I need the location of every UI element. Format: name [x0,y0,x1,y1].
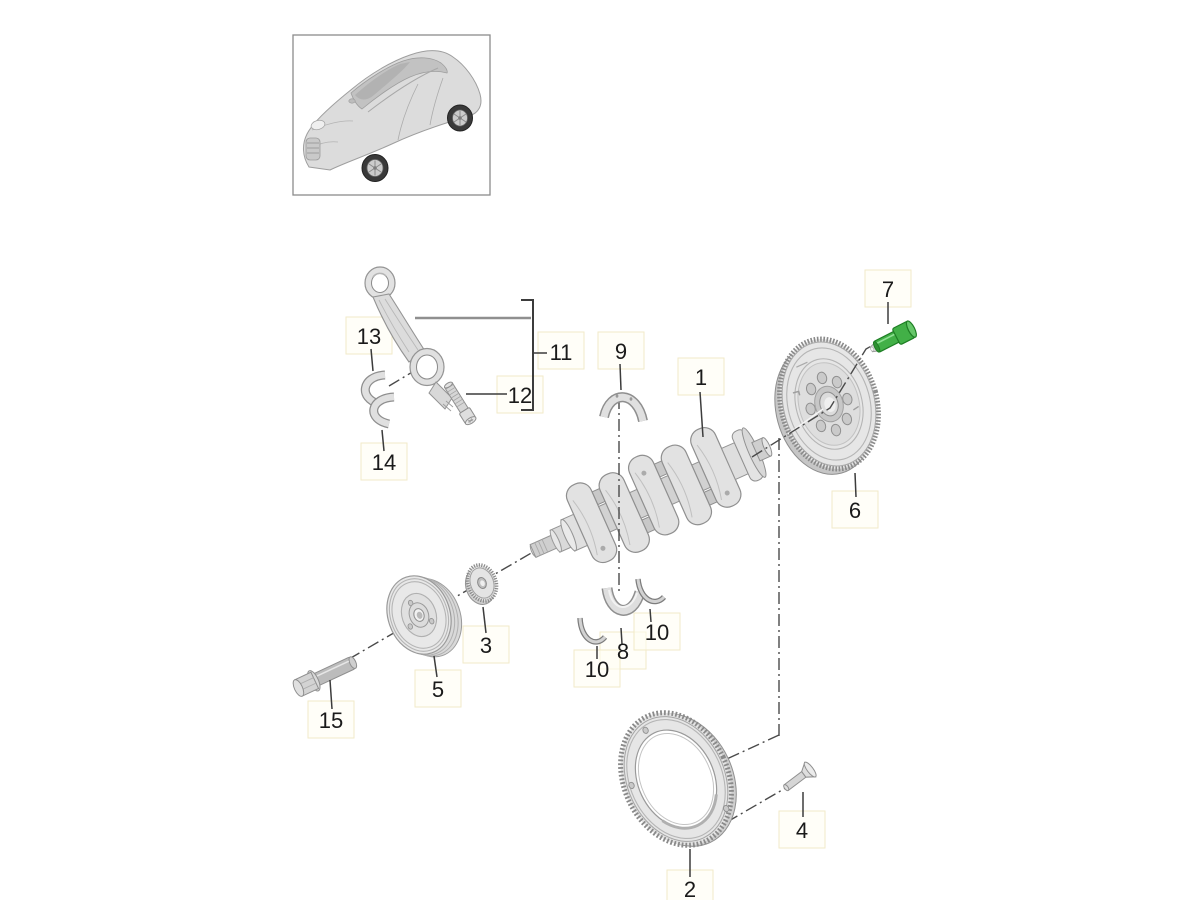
macan-suv-illustration [303,50,482,182]
callout-leader-lines [329,302,889,877]
countersunk-bolt-4[interactable] [779,761,818,796]
leader-6 [854,472,857,498]
callout-hotspots [307,269,912,900]
thrust-washer-10-left[interactable] [577,617,608,645]
rear-wheel [447,104,473,132]
callout-2-label[interactable]: 2 [684,877,696,900]
vehicle-thumbnail [292,34,491,196]
callout-7-label[interactable]: 7 [882,277,894,302]
centerline-flywheel-axis [751,343,876,458]
callout-8-label[interactable]: 8 [617,639,629,664]
leader-5 [433,655,438,678]
leader-1 [699,391,704,438]
thrust-washer-10-right[interactable] [635,578,667,605]
rod-group-bracket [521,299,534,411]
callout-hotspot-13[interactable] [345,316,393,355]
rod-bearing-shell-14[interactable] [369,392,395,429]
flywheel-bolt-7-highlighted[interactable] [867,320,919,358]
leader-3 [482,606,487,634]
leader-9 [619,363,622,391]
centerline-highlight [787,408,824,435]
pulley-bolt-15[interactable] [290,651,360,699]
centerline-ring-gear [715,734,780,765]
leader-8 [620,627,623,645]
callout-12-label[interactable]: 12 [508,383,532,408]
callout-10r-label[interactable]: 10 [645,620,669,645]
front-wheel [361,154,389,182]
centerline-main-axis [348,551,534,660]
leader-13 [370,348,374,372]
callout-3-label[interactable]: 3 [480,633,492,658]
callout-hotspot-5[interactable] [414,669,462,708]
ring-gear-2[interactable] [600,693,757,866]
callout-hotspot-9[interactable] [597,331,645,370]
crankshaft-gear-3[interactable] [460,561,503,609]
centerline-rod-bearing [388,364,425,387]
flywheel-bolt-holes [805,371,853,437]
leader-14 [381,429,385,452]
callout-hotspot-4[interactable] [778,810,826,849]
callout-11-label[interactable]: 11 [550,340,573,365]
flywheel-6[interactable] [760,328,894,486]
centerline-rivet-axis [726,785,790,823]
callout-hotspot-15[interactable] [307,700,355,739]
callout-5-label[interactable]: 5 [432,677,444,702]
callout-6-label[interactable]: 6 [849,498,861,523]
callout-1-label[interactable]: 1 [695,365,707,390]
callout-4-label[interactable]: 4 [796,818,808,843]
callout-hotspot-11[interactable] [537,331,585,370]
callout-hotspot-7[interactable] [864,269,912,308]
bolt-shaft-end [872,341,881,353]
leader-10r [649,608,652,623]
bolt-head-end [905,320,917,338]
vibration-damper-pulley-5[interactable] [377,564,472,668]
callout-15-label[interactable]: 15 [319,708,343,733]
callout-14-label[interactable]: 14 [372,450,396,475]
bearing-shell-8[interactable] [601,586,646,616]
callout-13-label[interactable]: 13 [357,324,381,349]
callout-hotspot-1[interactable] [677,357,725,396]
callout-9-label[interactable]: 9 [615,339,627,364]
leader-15 [329,679,333,710]
rod-bolt-12[interactable] [442,380,477,426]
callout-hotspot-10r[interactable] [633,612,681,651]
callout-10l-label[interactable]: 10 [585,657,609,682]
bearing-shell-9[interactable] [599,392,648,423]
connecting-rod-11[interactable] [364,266,454,412]
crankshaft-1[interactable] [514,405,788,591]
